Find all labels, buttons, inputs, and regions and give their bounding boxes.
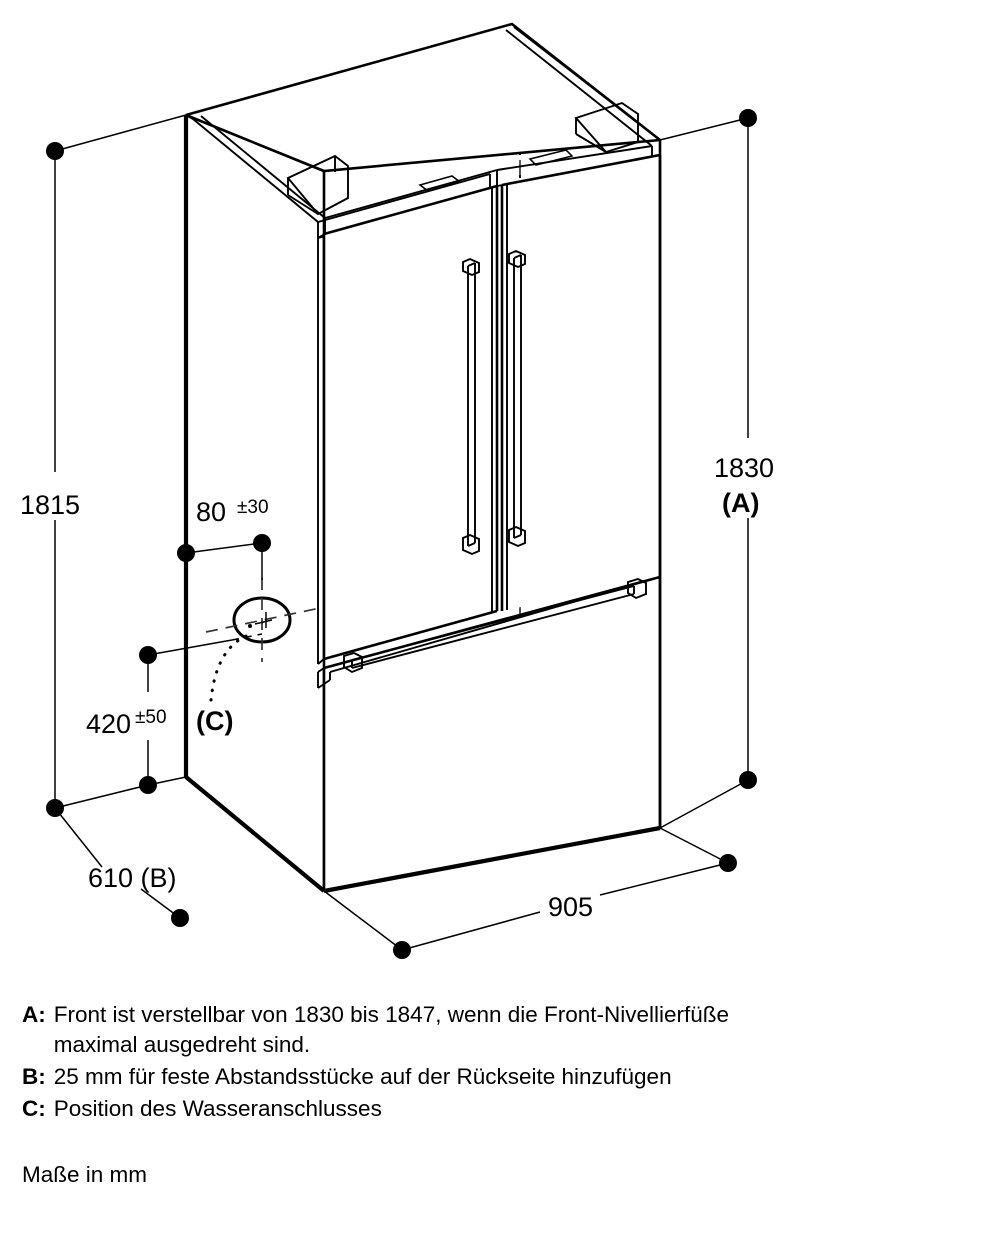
dimension-905-value: 905 xyxy=(548,892,593,922)
note-row-c: C: Position des Wasseranschlusses xyxy=(22,1094,972,1124)
dimension-1815-value: 1815 xyxy=(20,490,80,520)
note-row-b: B: 25 mm für feste Abstandsstücke auf de… xyxy=(22,1062,972,1092)
note-body-b: 25 mm für feste Abstandsstücke auf der R… xyxy=(53,1064,672,1089)
water-connection-marker xyxy=(205,578,321,662)
note-key-b: B: xyxy=(22,1064,46,1089)
technical-drawing-canvas: 80 ±30 420 ±50 (C) 1815 1830 (A) xyxy=(20,22,774,959)
handle-freezer-drawer xyxy=(343,577,647,674)
refrigerator-isometric-drawing: 80 ±30 420 ±50 (C) 1815 1830 (A) xyxy=(20,22,774,959)
water-connection-leader xyxy=(209,634,248,702)
dimension-420-value: 420 xyxy=(86,709,131,739)
handle-upper-right-door xyxy=(508,249,526,548)
dimension-610-value: 610 (B) xyxy=(88,863,177,893)
note-text-a-continuation: maximal ausgedreht sind. xyxy=(53,1032,311,1057)
dimension-1830-ref: (A) xyxy=(722,488,759,518)
note-key-c: C: xyxy=(22,1096,46,1121)
dimension-610-depth: 610 (B) xyxy=(54,776,189,927)
dimension-1830-value: 1830 xyxy=(714,453,774,483)
note-key-a: A: xyxy=(22,1002,46,1027)
dimension-905-width: 905 xyxy=(323,779,749,959)
dimension-80-water-offset: 80 ±30 xyxy=(177,497,271,580)
freezer-drawer-lower xyxy=(317,575,662,894)
units-note: Maße in mm xyxy=(22,1162,148,1187)
dimension-80-value: 80 xyxy=(196,497,226,527)
notes-block: A: Front ist verstellbar von 1830 bis 18… xyxy=(22,1000,972,1190)
reference-label-c: (C) xyxy=(196,706,233,736)
note-body-c: Position des Wasseranschlusses xyxy=(53,1096,382,1121)
dimension-1815-height: 1815 xyxy=(20,114,187,817)
cabinet-left-side-panel xyxy=(183,113,326,893)
dimension-420-tolerance: ±50 xyxy=(135,707,167,728)
note-body-a: Front ist verstellbar von 1830 bis 1847,… xyxy=(54,1000,972,1060)
note-text-a: Front ist verstellbar von 1830 bis 1847,… xyxy=(53,1002,730,1027)
note-row-a: A: Front ist verstellbar von 1830 bis 18… xyxy=(22,1000,972,1060)
french-doors-upper xyxy=(322,153,662,661)
left-door-return xyxy=(317,238,325,665)
dimension-1830-height: 1830 (A) xyxy=(659,109,774,789)
handle-upper-left-door xyxy=(462,257,480,556)
dimension-80-tolerance: ±30 xyxy=(237,497,269,518)
